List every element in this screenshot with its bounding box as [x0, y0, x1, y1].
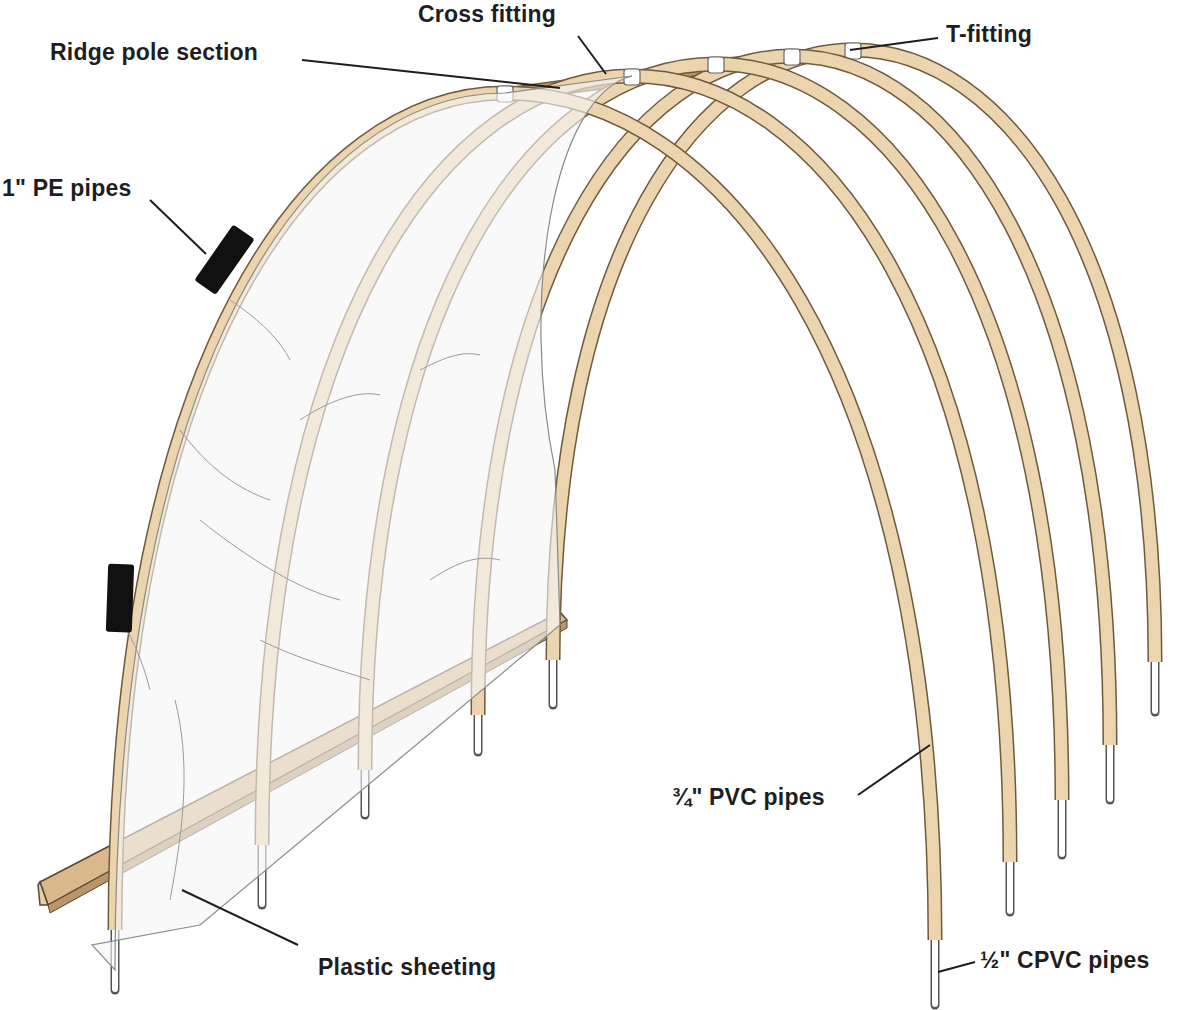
part-label: Cross fitting	[418, 2, 556, 27]
sheet-wrinkle	[180, 430, 270, 500]
cpvc-pipe	[1152, 657, 1158, 711]
cpvc-outline	[1106, 740, 1115, 800]
sheet-wrinkle	[430, 558, 500, 580]
cpvc-outline	[931, 935, 940, 1005]
cpvc-pipe	[1107, 740, 1113, 799]
cpvc-outline	[1058, 795, 1067, 855]
part-label: T-fitting	[946, 22, 1032, 47]
sheet-wrinkle	[200, 520, 340, 600]
cpvc-pipe	[1007, 857, 1013, 911]
pipe-fitting	[708, 57, 724, 73]
plastic-sheeting	[92, 76, 632, 970]
cpvc-pipe	[1059, 795, 1065, 854]
cpvc-outline	[549, 655, 558, 705]
sheet-wrinkle	[260, 640, 370, 680]
cpvc-pipe	[550, 655, 556, 704]
cpvc-outline	[1006, 857, 1015, 912]
pe-pipe-sleeve	[194, 224, 254, 295]
sheet-fill	[92, 76, 632, 970]
part-label: Ridge pole section	[50, 40, 258, 65]
sheet-wrinkle	[230, 300, 290, 360]
sheet-wrinkle	[170, 700, 184, 900]
sheet-wrinkle	[300, 394, 380, 420]
cpvc-outline	[474, 710, 483, 752]
cpvc-pipe	[932, 935, 938, 1004]
pipe-fitting	[784, 49, 800, 65]
part-label: ½" CPVC pipes	[980, 948, 1149, 973]
pe-pipe-sleeve	[106, 564, 134, 633]
cpvc-outline	[1151, 657, 1160, 712]
part-label: 1" PE pipes	[2, 176, 131, 201]
pipe-fitting	[845, 43, 861, 59]
leader-lines	[150, 36, 975, 972]
cpvc-pipe	[475, 710, 481, 751]
sheet-wrinkle	[420, 354, 480, 370]
part-label: Plastic sheeting	[318, 955, 496, 980]
part-label: ¾" PVC pipes	[672, 785, 825, 810]
